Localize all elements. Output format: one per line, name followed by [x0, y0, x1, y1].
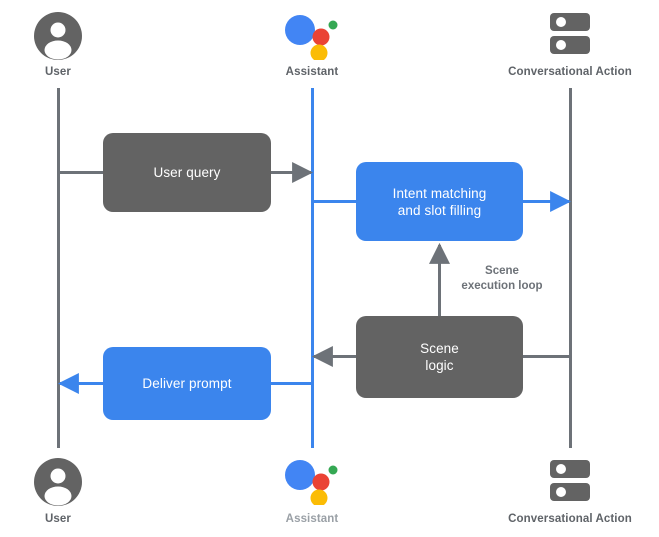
actor-label-conversational-action-top: Conversational Action — [508, 66, 632, 78]
box-deliver-prompt-label: Deliver prompt — [142, 376, 232, 391]
box-intent-matching-label: Intent matching and slot filling — [392, 185, 487, 218]
google-assistant-icon — [285, 15, 338, 62]
box-scene-logic-label: Scene logic — [420, 341, 459, 373]
box-user-query-label: User query — [153, 165, 221, 180]
actor-icon-assistant-top — [283, 10, 341, 65]
box-intent-matching[interactable]: Intent matching and slot filling — [356, 162, 523, 241]
box-deliver-prompt[interactable]: Deliver prompt — [103, 347, 271, 420]
actor-icon-user-bottom — [34, 458, 82, 511]
actor-label-assistant-bottom: Assistant — [285, 513, 339, 525]
server-icon — [550, 13, 590, 54]
actor-label-assistant-top: Assistant — [285, 66, 339, 78]
box-user-query[interactable]: User query — [103, 133, 271, 212]
actor-icon-user-top — [34, 12, 82, 65]
annotation-scene-execution-loop: Scene execution loop — [461, 265, 543, 292]
actor-icon-assistant-bottom — [283, 455, 341, 510]
actor-label-user-top: User — [45, 66, 71, 78]
actor-icon-conversational-action-top — [546, 11, 594, 62]
box-scene-logic[interactable]: Scene logic — [356, 316, 523, 398]
user-avatar-icon — [34, 458, 82, 506]
user-avatar-icon — [34, 12, 82, 60]
actor-label-conversational-action-bottom: Conversational Action — [508, 513, 632, 525]
server-icon — [550, 460, 590, 501]
google-assistant-icon — [285, 460, 338, 507]
actor-icon-conversational-action-bottom — [546, 458, 594, 509]
actor-label-user-bottom: User — [45, 513, 71, 525]
